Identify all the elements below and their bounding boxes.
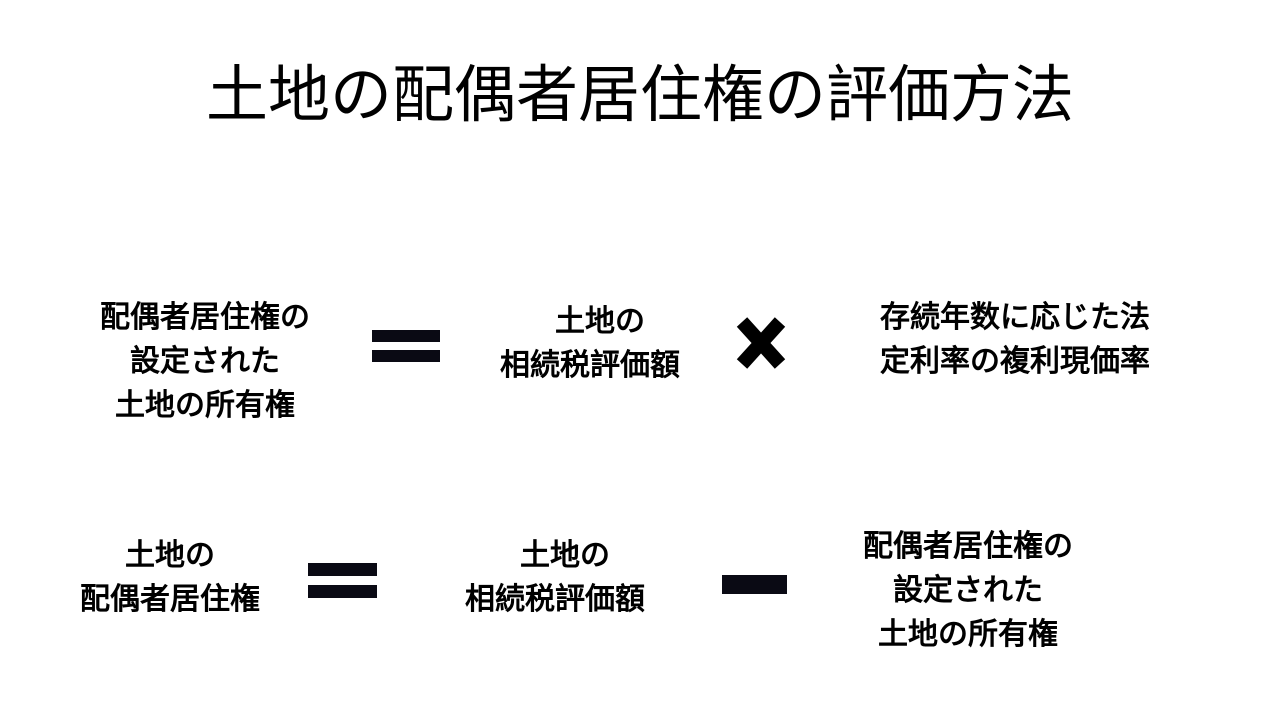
text-line: 存続年数に応じた法 <box>880 300 1150 335</box>
text-line: 相続税評価額 <box>465 582 645 617</box>
text-line: 相続税評価額 <box>500 348 680 383</box>
text-line: 配偶者居住権の <box>863 529 1073 564</box>
equals-bar-top <box>308 563 377 576</box>
text-line: 設定された <box>130 344 280 379</box>
formula1-right: 存続年数に応じた法 定利率の複利現価率 <box>840 296 1190 384</box>
text-line: 土地の所有権 <box>878 617 1058 652</box>
formula2-middle: 土地の 相続税評価額 <box>410 534 700 622</box>
text-line: 定利率の複利現価率 <box>880 344 1150 379</box>
text-line: 設定された <box>893 573 1043 608</box>
text-line: 土地の所有権 <box>115 388 295 423</box>
formula2-left: 土地の 配偶者居住権 <box>30 534 310 622</box>
formula2-right: 配偶者居住権の 設定された 土地の所有権 <box>818 525 1118 657</box>
equals-bar-bottom <box>372 350 440 362</box>
text-line: 配偶者居住権 <box>80 582 260 617</box>
text-line: 土地の <box>520 538 610 573</box>
equals-bar-top <box>372 330 440 342</box>
page-title: 土地の配偶者居住権の評価方法 <box>205 58 1074 131</box>
formula1-middle: 土地の 相続税評価額 <box>445 300 735 388</box>
formula1-left: 配偶者居住権の 設定された 土地の所有権 <box>55 296 355 428</box>
text-line: 土地の <box>555 304 645 339</box>
equals-bar-bottom <box>308 585 377 598</box>
minus-icon <box>722 575 787 594</box>
multiply-icon <box>736 317 786 369</box>
text-line: 土地の <box>125 538 215 573</box>
text-line: 配偶者居住権の <box>100 300 310 335</box>
